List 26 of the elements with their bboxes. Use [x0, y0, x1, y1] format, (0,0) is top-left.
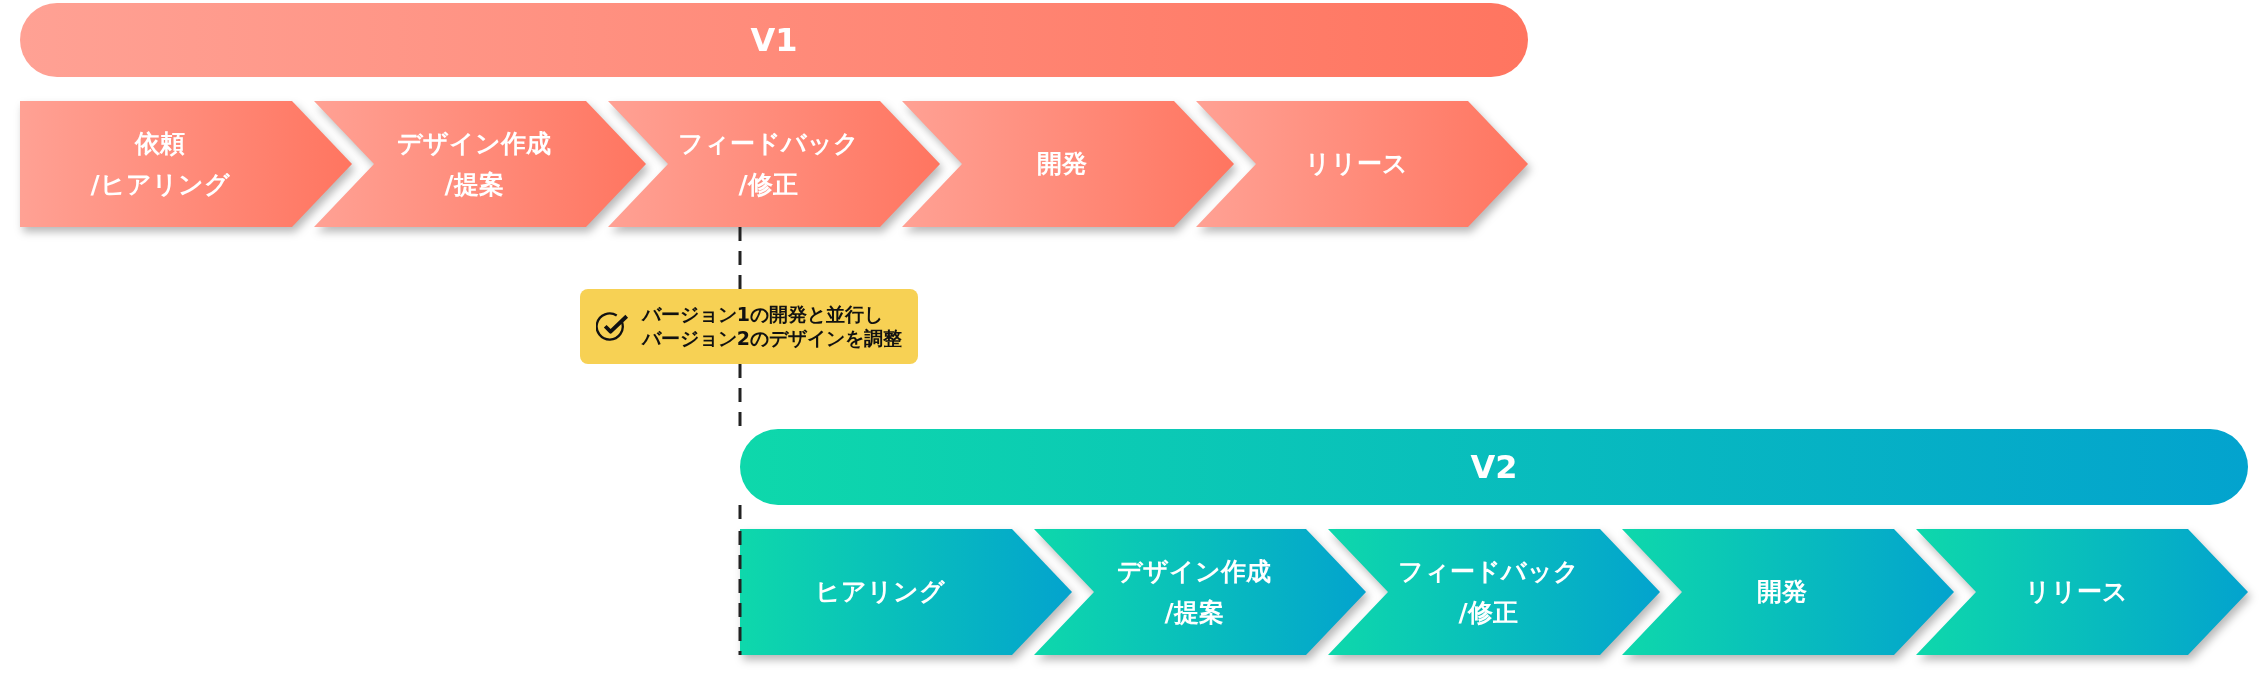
process-step: [1916, 529, 2248, 655]
dashed-connector: [738, 364, 742, 429]
process-step: [740, 529, 1072, 655]
dashed-connector: [738, 227, 742, 289]
process-step: [20, 101, 352, 227]
version-bar: V1: [20, 3, 1528, 77]
step-label: リリース: [1304, 147, 1408, 180]
step-label: リリース: [2024, 575, 2128, 608]
version-bar: V2: [740, 429, 2248, 505]
note-card: [580, 289, 918, 364]
step-label: ヒアリング: [815, 575, 945, 608]
step-label: 開発: [1757, 575, 1807, 608]
process-step: [1034, 529, 1366, 655]
step-label: フィードバック/修正: [1397, 555, 1579, 628]
process-step: [1328, 529, 1660, 655]
step-label: 依頼/ヒアリング: [90, 127, 230, 200]
step-label: デザイン作成/提案: [397, 127, 551, 200]
note-text: バージョン1の開発と並行しバージョン2のデザインを調整: [641, 302, 902, 351]
process-step: [902, 101, 1234, 227]
process-step: [608, 101, 940, 227]
process-step: [1622, 529, 1954, 655]
step-label: 開発: [1037, 147, 1087, 180]
step-label: フィードバック/修正: [677, 127, 859, 200]
process-step: [1196, 101, 1528, 227]
step-label: デザイン作成/提案: [1117, 555, 1271, 628]
process-step: [314, 101, 646, 227]
